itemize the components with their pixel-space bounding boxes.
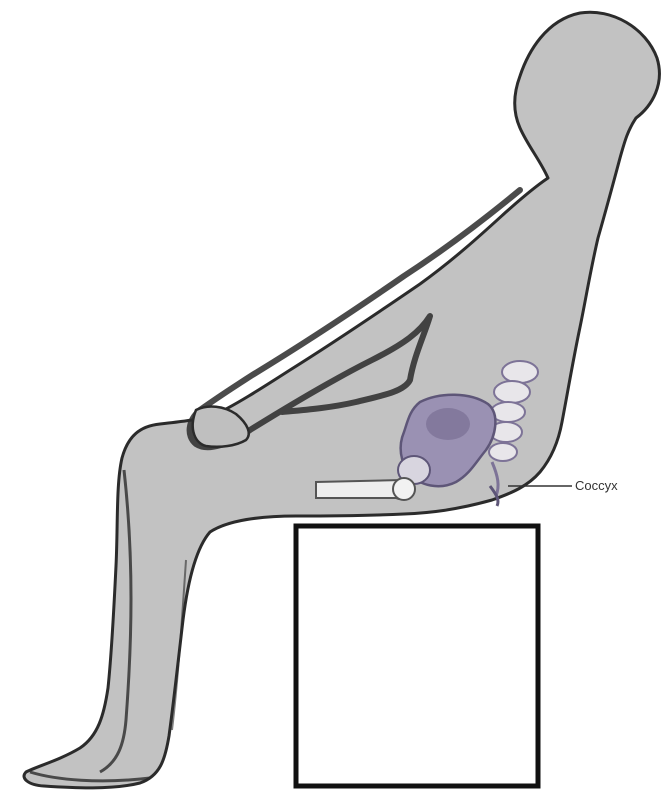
coccyx-label: Coccyx <box>575 478 618 493</box>
femur-bone <box>316 478 415 500</box>
box-seat <box>296 526 538 786</box>
